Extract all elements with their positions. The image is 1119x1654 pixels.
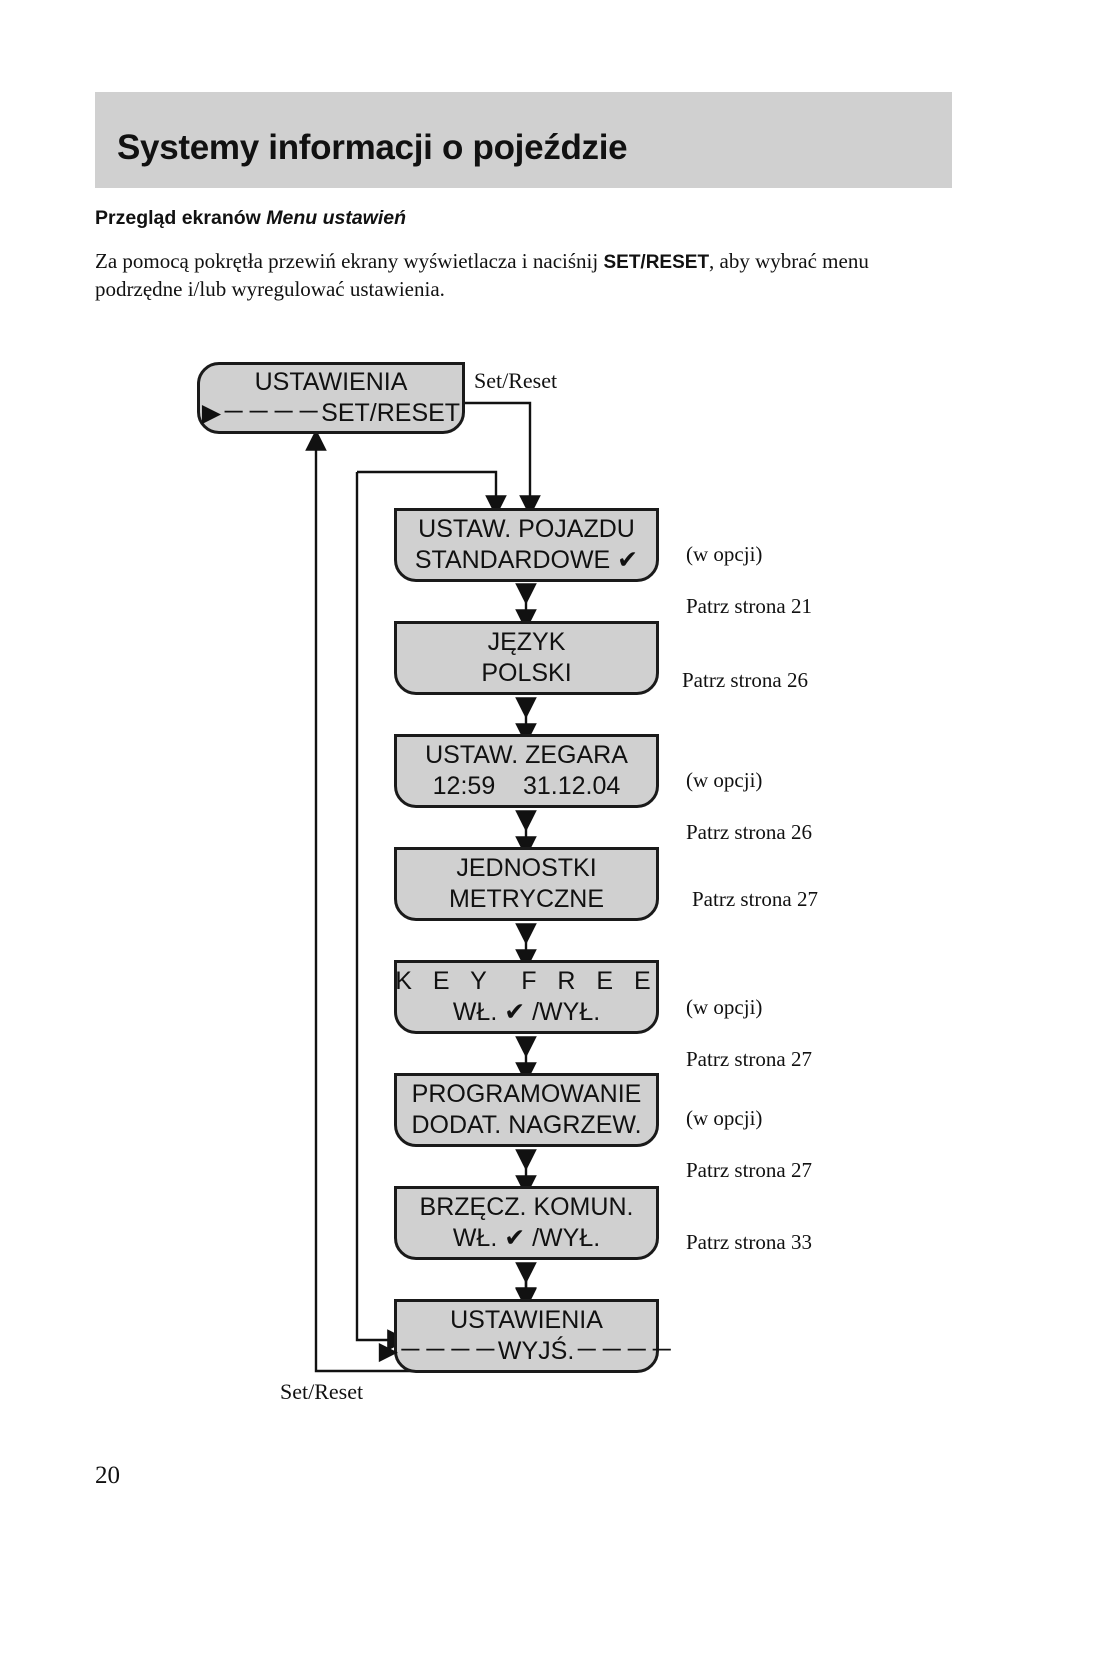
lcd-line-2: WŁ. ✔ /WYŁ. <box>452 998 601 1026</box>
lcd-line-1: USTAWIENIA <box>450 1306 603 1334</box>
lcd-box-settings-exit[interactable]: USTAWIENIA ▶－－－－WYJŚ.－－－－ <box>379 1299 674 1373</box>
lcd-line-2: 12:59 31.12.04 <box>432 772 621 800</box>
note-reference: Patrz strona 26 <box>686 820 812 844</box>
lcd-line-1: JEDNOSTKI <box>456 854 597 882</box>
note-units: Patrz strona 27 <box>692 860 818 938</box>
note-language: Patrz strona 26 <box>682 641 808 719</box>
subheading-italic: Menu ustawień <box>266 207 407 229</box>
wire-label-setreset-bottom: Set/Reset <box>280 1379 364 1404</box>
lcd-line-2: WŁ. ✔ /WYŁ. <box>452 1224 601 1252</box>
lcd-box-units[interactable]: JEDNOSTKI METRYCZNE <box>394 847 659 921</box>
lcd-line-1: USTAW. ZEGARA <box>425 741 628 769</box>
section-subheading: Przegląd ekranów Menu ustawień <box>95 207 915 230</box>
lcd-line-1: BRZĘCZ. KOMUN. <box>419 1193 634 1221</box>
note-vehicle-setup: (w opcji) Patrz strona 21 <box>686 515 812 645</box>
note-key-free: (w opcji) Patrz strona 27 <box>686 968 812 1098</box>
note-reference: Patrz strona 26 <box>682 668 808 692</box>
lcd-box-key-free[interactable]: K E Y F R E E WŁ. ✔ /WYŁ. <box>394 960 659 1034</box>
lcd-box-aux-heater-program[interactable]: PROGRAMOWANIE DODAT. NAGRZEW. <box>394 1073 659 1147</box>
lcd-line-2: ▶－－－－WYJŚ.－－－－ <box>378 1337 675 1365</box>
note-reference: Patrz strona 27 <box>686 1158 812 1182</box>
note-reference: Patrz strona 21 <box>686 594 812 618</box>
note-reference: Patrz strona 33 <box>686 1230 812 1254</box>
note-optional: (w opcji) <box>686 542 763 566</box>
note-reference: Patrz strona 27 <box>686 1047 812 1071</box>
lcd-box-settings-entry[interactable]: USTAWIENIA ▶－－－－SET/RESET <box>197 362 465 434</box>
page-number: 20 <box>95 1462 120 1489</box>
intro-part-2: , aby wybrać menu podrzędne i/lub wyregu… <box>95 249 869 301</box>
lcd-box-clock-setup[interactable]: USTAW. ZEGARA 12:59 31.12.04 <box>394 734 659 808</box>
lcd-line-2: ▶－－－－SET/RESET <box>201 399 461 427</box>
note-optional: (w opcji) <box>686 995 763 1019</box>
intro-bold-setreset: SET/RESET <box>603 252 710 273</box>
intro-paragraph: Za pomocą pokrętła przewiń ekrany wyświe… <box>95 248 895 303</box>
lcd-box-message-chime[interactable]: BRZĘCZ. KOMUN. WŁ. ✔ /WYŁ. <box>394 1186 659 1260</box>
note-message-chime: Patrz strona 33 <box>686 1203 812 1281</box>
lcd-line-1: USTAWIENIA <box>254 368 408 396</box>
lcd-line-1: JĘZYK <box>487 628 566 656</box>
note-reference: Patrz strona 27 <box>692 887 818 911</box>
lcd-line-2: STANDARDOWE ✔ <box>414 546 639 574</box>
lcd-line-2: METRYCZNE <box>448 885 605 913</box>
page-title: Systemy informacji o pojeździe <box>117 128 628 167</box>
note-aux-heater: (w opcji) Patrz strona 27 <box>686 1079 812 1209</box>
lcd-line-1: USTAW. POJAZDU <box>418 515 635 543</box>
subheading-plain: Przegląd ekranów <box>95 207 267 229</box>
note-optional: (w opcji) <box>686 1106 763 1130</box>
lcd-box-vehicle-setup[interactable]: USTAW. POJAZDU STANDARDOWE ✔ <box>394 508 659 582</box>
wire-label-setreset-top: Set/Reset <box>474 368 558 393</box>
lcd-line-1: PROGRAMOWANIE <box>411 1080 642 1108</box>
lcd-line-2: DODAT. NAGRZEW. <box>411 1111 642 1139</box>
intro-part-1: Za pomocą pokrętła przewiń ekrany wyświe… <box>95 249 604 273</box>
note-clock-setup: (w opcji) Patrz strona 26 <box>686 741 812 871</box>
lcd-box-language[interactable]: JĘZYK POLSKI <box>394 621 659 695</box>
lcd-line-2: POLSKI <box>481 659 572 687</box>
header-band <box>95 92 952 188</box>
note-optional: (w opcji) <box>686 768 763 792</box>
lcd-line-1: K E Y F R E E <box>395 967 658 995</box>
